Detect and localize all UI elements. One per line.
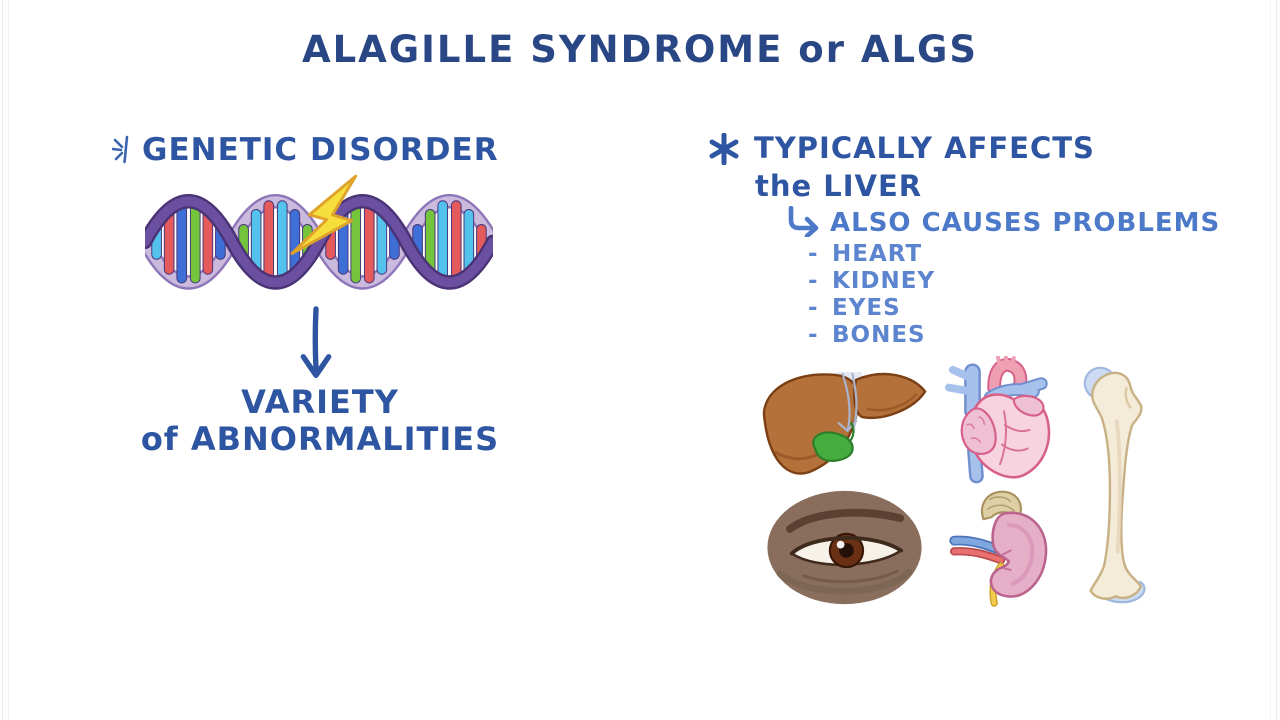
right-edge-line-2 [1270,0,1271,720]
affected-organs-list: - HEART - KIDNEY - EYES - BONES [808,241,935,349]
list-item-label: HEART [832,241,923,267]
left-edge-line [2,0,3,720]
also-causes-problems-label: ALSO CAUSES PROBLEMS [830,208,1221,238]
typically-affects-heading: TYPICALLY AFFECTS [708,131,1095,165]
gallbladder [812,431,854,462]
liver-illustration [762,371,927,475]
eye-illustration [767,490,922,605]
small-asterisk-icon [112,135,129,164]
page-title: ALAGILLE SYNDROME or ALGS [301,28,979,71]
the-liver-label: the LIVER [755,169,923,203]
kidney-illustration [949,490,1048,607]
right-edge-line [1276,0,1277,720]
dna-helix-icon [137,174,501,290]
genetic-disorder-heading: GENETIC DISORDER [112,130,499,170]
femur-bone-illustration [1083,366,1146,604]
list-bullet: - [808,322,819,348]
variety-line-2: of ABNORMALITIES [140,420,500,458]
list-item-label: BONES [832,322,926,348]
dna-base-pairs [151,200,487,284]
asterisk-icon [709,133,739,165]
down-arrow-icon [300,306,332,378]
list-item-heart: - HEART [808,241,935,268]
hook-arrow-icon [788,206,819,237]
typically-affects-label: TYPICALLY AFFECTS [754,131,1095,165]
variety-of-abnormalities-label: VARIETY of ABNORMALITIES [130,384,510,458]
also-causes-problems-heading: ALSO CAUSES PROBLEMS [786,206,1220,239]
list-bullet: - [808,295,819,321]
list-bullet: - [808,268,819,294]
lightning-bolt-icon [290,174,358,255]
dna-mutation-illustration [137,170,501,306]
list-item-bones: - BONES [808,322,935,349]
list-item-kidney: - KIDNEY [808,268,935,295]
list-item-eyes: - EYES [808,295,935,322]
left-edge-line-2 [8,0,9,720]
variety-line-1: VARIETY [241,383,399,421]
genetic-disorder-label: GENETIC DISORDER [142,132,499,168]
list-item-label: KIDNEY [832,268,936,294]
list-bullet: - [808,241,819,267]
list-item-label: EYES [832,295,901,321]
heart-illustration [944,356,1051,484]
